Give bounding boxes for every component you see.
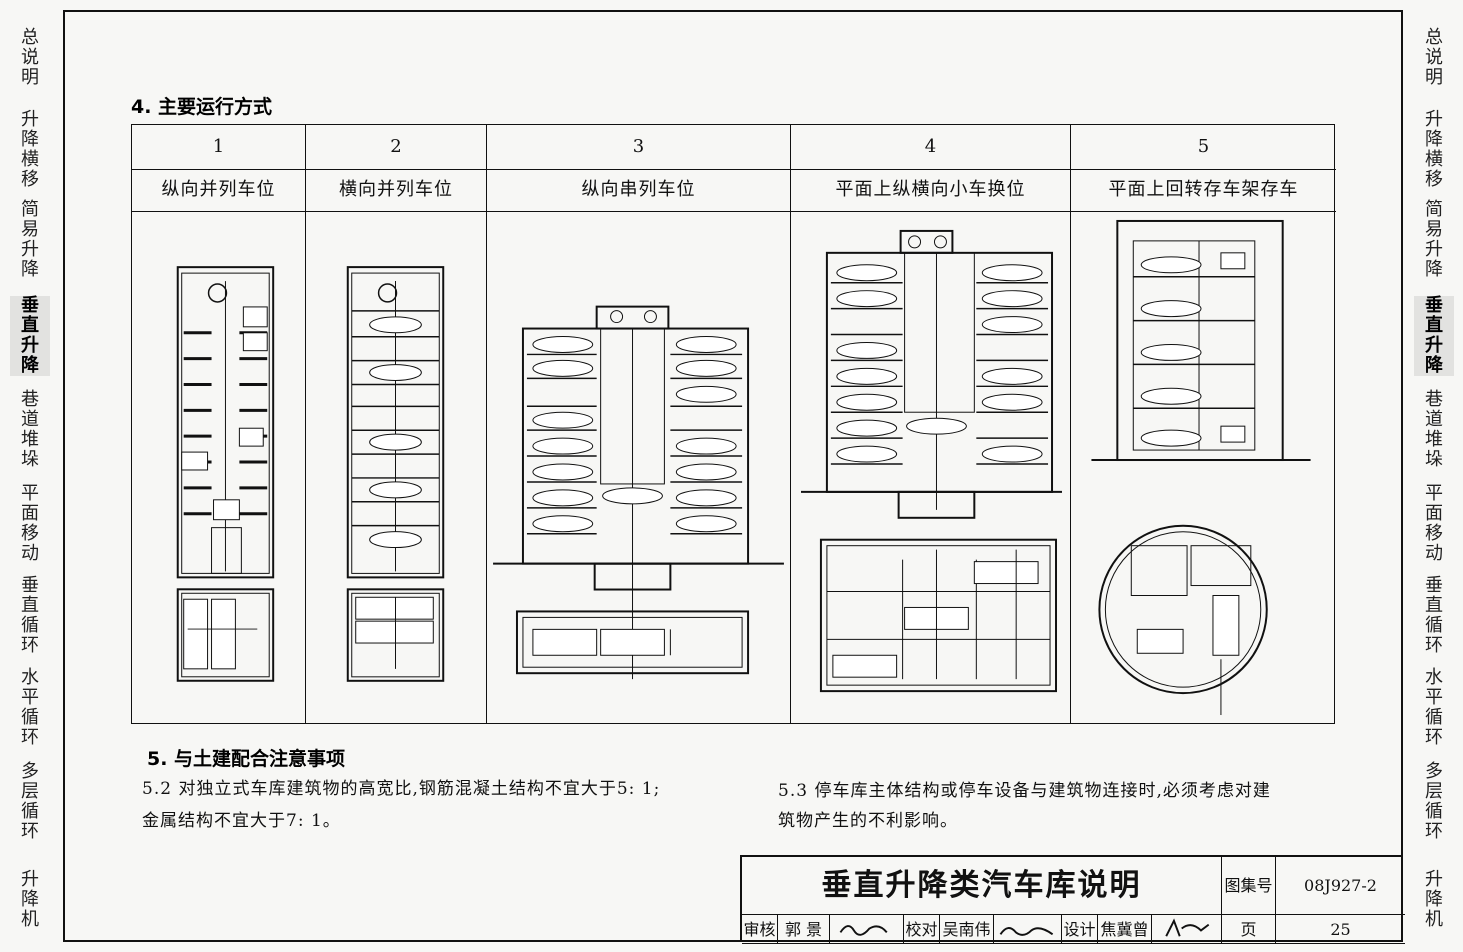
mode-column-4: 4 平面上纵横向小车换位 [791,125,1071,723]
side-tab-4[interactable]: 垂直升降 [1414,296,1454,376]
checker-name: 吴南伟 [940,915,994,944]
page-number: 25 [1276,915,1405,944]
mode-title: 平面上回转存车架存车 [1071,169,1336,212]
design-label: 设计 [1062,915,1098,944]
side-tab-8[interactable]: 水平循环 [1425,667,1443,748]
section-5-heading: 5. 与土建配合注意事项 [147,748,346,770]
side-tab-3[interactable]: 简易升降 [21,199,39,280]
mode-column-5: 5 平面上回转存车架存车 [1071,125,1336,723]
reviewer-name: 郭 景 [778,915,830,944]
mode-number: 4 [791,125,1070,170]
mode-title: 纵向并列车位 [132,169,305,212]
note-5-2-line-2: 金属结构不宜大于7: 1。 [142,811,341,831]
mode-number: 1 [132,125,305,170]
mode-2-drawing [346,266,445,682]
side-tab-9[interactable]: 多层循环 [21,761,39,842]
designer-name: 焦冀曾 [1098,915,1152,944]
drawing-title: 垂直升降类汽车库说明 [821,868,1142,903]
mode-4-drawing [801,229,1062,693]
side-tab-8[interactable]: 水平循环 [21,667,39,748]
mode-title: 平面上纵横向小车换位 [791,169,1070,212]
designer-signature [1152,915,1222,944]
right-side-index: 总说明升降横移简易升降垂直升降巷道堆垛平面移动垂直循环水平循环多层循环升降机 [1414,0,1454,952]
mode-number: 2 [306,125,486,170]
side-tab-2[interactable]: 升降横移 [1425,109,1443,190]
section-4-heading: 4. 主要运行方式 [131,96,273,118]
side-tab-4[interactable]: 垂直升降 [10,296,50,376]
side-tab-1[interactable]: 总说明 [21,27,39,88]
left-side-index: 总说明升降横移简易升降垂直升降巷道堆垛平面移动垂直循环水平循环多层循环升降机 [10,0,50,952]
note-5-3-line-1: 5.3 停车库主体结构或停车设备与建筑物连接时,必须考虑对建 [778,781,1271,801]
signature-mark [999,927,1054,936]
title-block: 垂直升降类汽车库说明 图集号 08J927-2 审核 郭 景 校对 吴南伟 设计… [740,855,1405,944]
mode-title: 纵向串列车位 [487,169,790,212]
side-tab-1[interactable]: 总说明 [1425,27,1443,88]
mode-1-diagram [132,211,305,723]
side-tab-7[interactable]: 垂直循环 [1425,575,1443,656]
side-tab-10[interactable]: 升降机 [1425,869,1443,930]
side-tab-3[interactable]: 简易升降 [1425,199,1443,280]
side-tab-6[interactable]: 平面移动 [1425,483,1443,564]
checker-signature [994,915,1062,944]
signature-mark [1165,918,1210,937]
mode-2-diagram [306,211,486,723]
title-cell: 垂直升降类汽车库说明 [742,857,1222,915]
mode-column-1: 1 纵向并列车位 [132,125,306,723]
mode-4-diagram [791,211,1070,723]
reviewer-signature [830,915,904,944]
mode-5-diagram [1071,211,1336,723]
mode-3-drawing [493,305,784,680]
atlas-number: 08J927-2 [1276,857,1405,915]
mode-title: 横向并列车位 [306,169,486,212]
mode-5-drawing [1091,219,1311,716]
side-tab-6[interactable]: 平面移动 [21,483,39,564]
operation-modes-table: 1 纵向并列车位 [131,124,1336,724]
mode-1-drawing [176,266,275,682]
side-tab-10[interactable]: 升降机 [21,869,39,930]
page-label: 页 [1222,915,1276,944]
check-label: 校对 [904,915,940,944]
mode-column-2: 2 横向并列车位 [306,125,487,723]
side-tab-9[interactable]: 多层循环 [1425,761,1443,842]
note-5-3-line-2: 筑物产生的不利影响。 [778,811,958,831]
mode-number: 3 [487,125,790,170]
mode-number: 5 [1071,125,1336,170]
atlas-label: 图集号 [1222,857,1276,915]
mode-3-diagram [487,211,790,723]
side-tab-5[interactable]: 巷道堆垛 [1425,389,1443,470]
mode-column-3: 3 纵向串列车位 [487,125,791,723]
drawing-frame [63,10,1403,942]
signature-mark [839,925,888,936]
review-label: 审核 [742,915,778,944]
note-5-2-line-1: 5.2 对独立式车库建筑物的高宽比,钢筋混凝土结构不宜大于5: 1; [142,779,661,799]
side-tab-7[interactable]: 垂直循环 [21,575,39,656]
side-tab-5[interactable]: 巷道堆垛 [21,389,39,470]
side-tab-2[interactable]: 升降横移 [21,109,39,190]
